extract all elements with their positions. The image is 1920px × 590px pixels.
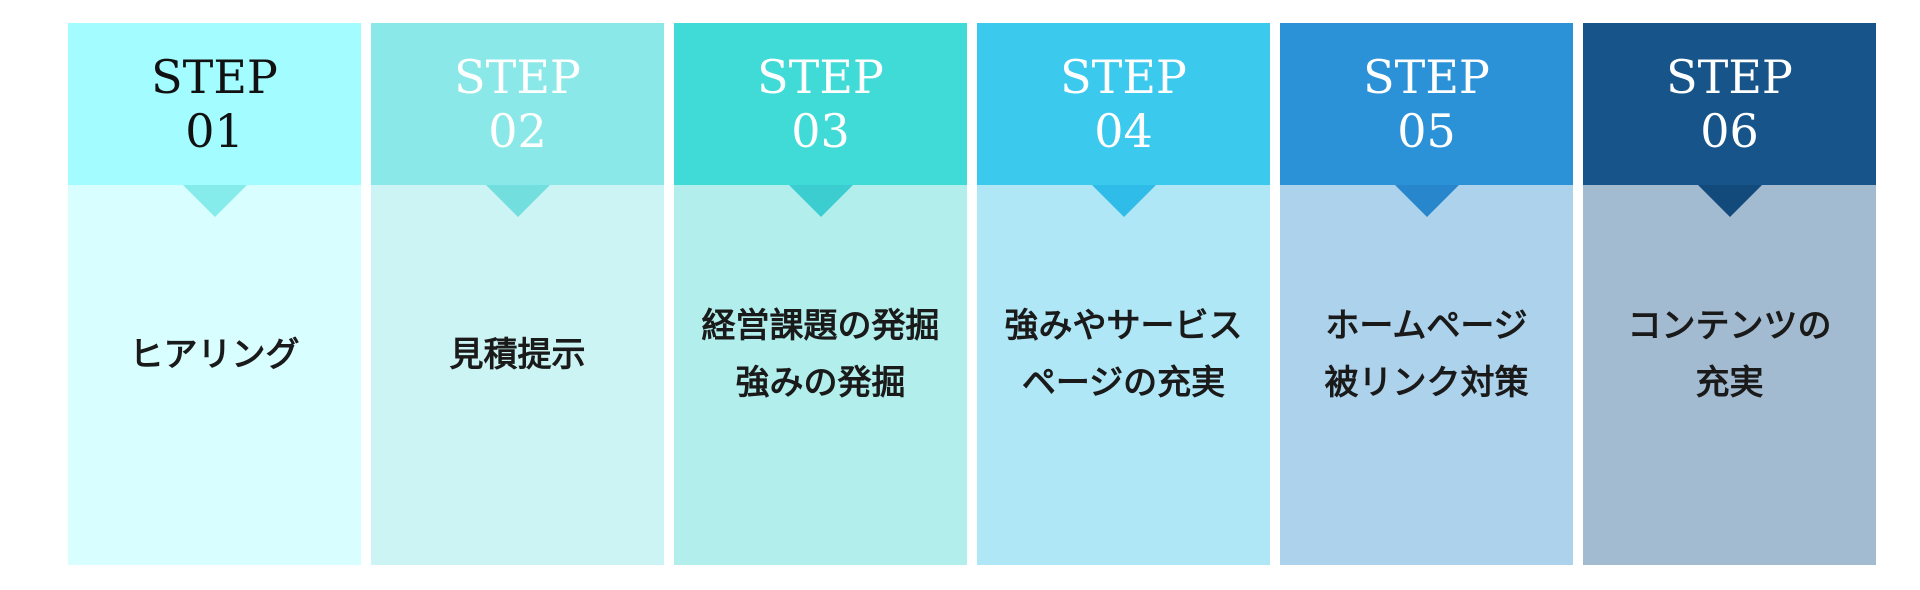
step-label: STEP (454, 50, 581, 104)
down-pointer-icon (788, 185, 853, 217)
step-description-line: 見積提示 (449, 334, 586, 375)
down-pointer-icon (1394, 185, 1459, 217)
step-description-line: 充実 (1695, 363, 1764, 403)
step-header: STEP 03 (674, 23, 967, 217)
step-card-04: STEP 04 強みやサービス ページの充実 (977, 23, 1270, 565)
down-pointer-icon (182, 185, 247, 217)
step-description-line: コンテンツの (1627, 306, 1832, 346)
down-pointer-icon (485, 185, 550, 217)
step-header: STEP 06 (1583, 23, 1876, 217)
step-label: STEP (1666, 50, 1793, 104)
step-body: ホームページ 被リンク対策 (1280, 185, 1573, 565)
step-description: 経営課題の発掘 強みの発掘 (702, 298, 940, 412)
step-description-line: ヒアリング (129, 334, 300, 375)
step-label: STEP (151, 50, 278, 104)
step-description-line: 経営課題の発掘 (701, 306, 940, 346)
step-card-05: STEP 05 ホームページ 被リンク対策 (1280, 23, 1573, 565)
step-card-01: STEP 01 ヒアリング (68, 23, 361, 565)
step-number: 02 (488, 104, 547, 158)
step-description: ヒアリング (130, 327, 300, 384)
step-header: STEP 04 (977, 23, 1270, 217)
step-card-06: STEP 06 コンテンツの 充実 (1583, 23, 1876, 565)
step-body: ヒアリング (68, 185, 361, 565)
step-description: ホームページ 被リンク対策 (1325, 298, 1529, 412)
step-description-line: ページの充実 (1021, 363, 1226, 403)
step-number: 06 (1700, 104, 1759, 158)
step-label: STEP (1363, 50, 1490, 104)
step-description-line: 強みの発掘 (735, 363, 906, 403)
step-body: 見積提示 (371, 185, 664, 565)
step-label: STEP (757, 50, 884, 104)
step-card-03: STEP 03 経営課題の発掘 強みの発掘 (674, 23, 967, 565)
step-header: STEP 05 (1280, 23, 1573, 217)
step-number: 03 (791, 104, 850, 158)
step-number: 01 (185, 104, 244, 158)
step-header: STEP 01 (68, 23, 361, 217)
step-flow: STEP 01 ヒアリング STEP 02 見積提示 STEP 03 (68, 23, 1876, 565)
down-pointer-icon (1697, 185, 1762, 217)
step-header: STEP 02 (371, 23, 664, 217)
step-description: 強みやサービス ページの充実 (1005, 298, 1243, 412)
step-description-line: 被リンク対策 (1324, 363, 1529, 403)
step-description: 見積提示 (450, 327, 586, 384)
down-pointer-icon (1091, 185, 1156, 217)
step-number: 04 (1094, 104, 1153, 158)
step-label: STEP (1060, 50, 1187, 104)
step-body: 強みやサービス ページの充実 (977, 185, 1270, 565)
step-card-02: STEP 02 見積提示 (371, 23, 664, 565)
step-body: コンテンツの 充実 (1583, 185, 1876, 565)
step-description-line: 強みやサービス (1004, 306, 1243, 346)
step-description-line: ホームページ (1325, 306, 1528, 346)
step-body: 経営課題の発掘 強みの発掘 (674, 185, 967, 565)
step-description: コンテンツの 充実 (1628, 298, 1832, 412)
step-number: 05 (1397, 104, 1456, 158)
